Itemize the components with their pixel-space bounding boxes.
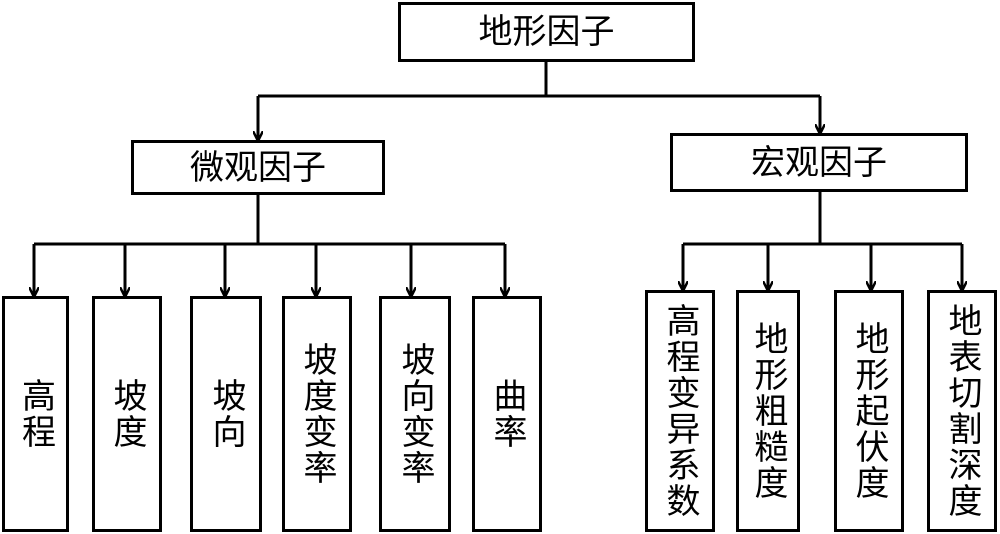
micro-factor-label: 微观因子 <box>190 147 326 188</box>
micro-item-aspect-variability: 坡向变率 <box>379 296 451 532</box>
micro-item-elevation: 高程 <box>2 296 69 532</box>
micro-item-aspect: 坡向 <box>190 296 262 532</box>
macro-item-label: 地形粗糙度 <box>748 321 788 501</box>
micro-item-slope: 坡度 <box>92 296 162 532</box>
macro-factor-label: 宏观因子 <box>751 142 887 183</box>
macro-factor-node: 宏观因子 <box>670 133 968 192</box>
micro-item-slope-variability: 坡度变率 <box>282 296 352 532</box>
macro-item-label: 地表切割深度 <box>942 303 982 519</box>
macro-item-roughness: 地形粗糙度 <box>736 290 800 532</box>
micro-item-label: 坡向变率 <box>395 342 435 486</box>
macro-item-relief: 地形起伏度 <box>834 290 904 532</box>
root-node: 地形因子 <box>398 2 695 62</box>
macro-item-elevation-variation: 高程变异系数 <box>645 290 715 532</box>
micro-item-label: 坡向 <box>206 378 246 450</box>
micro-item-label: 坡度变率 <box>297 342 337 486</box>
micro-item-label: 坡度 <box>107 378 147 450</box>
root-label: 地形因子 <box>478 12 615 52</box>
macro-item-incision-depth: 地表切割深度 <box>927 290 997 532</box>
micro-factor-node: 微观因子 <box>131 140 385 195</box>
micro-item-label: 高程 <box>15 378 56 450</box>
macro-item-label: 地形起伏度 <box>849 321 889 501</box>
macro-item-label: 高程变异系数 <box>660 303 700 519</box>
micro-item-curvature: 曲率 <box>472 296 542 532</box>
micro-item-label: 曲率 <box>487 378 527 450</box>
